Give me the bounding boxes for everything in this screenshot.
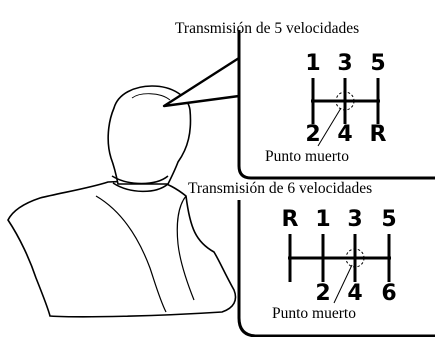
knob-top-highlight (131, 93, 171, 101)
panel-5speed-title: Transmisión de 5 velocidades (175, 20, 360, 37)
panel-5speed-border (237, 30, 435, 180)
gear-label-5-4: 4 (337, 122, 352, 147)
gear-label-6-5: 5 (381, 207, 396, 232)
gear-label-6-R: R (282, 207, 299, 232)
gear-labels-6speed: R 1 3 5 2 4 6 (282, 207, 397, 306)
panel-6speed-neutral-label: Punto muerto (272, 305, 356, 322)
gear-label-5-5: 5 (370, 51, 385, 76)
neutral-leader-5speed (317, 107, 342, 147)
gear-labels-5speed: 1 3 5 2 4 R (305, 51, 386, 147)
shift-knob (107, 85, 192, 185)
shift-boot (7, 179, 237, 318)
panel-6speed-title: Transmisión de 6 velocidades (188, 180, 373, 197)
gear-label-5-3: 3 (337, 51, 352, 76)
gear-label-6-1: 1 (315, 207, 330, 232)
panel-5speed-neutral-label: Punto muerto (265, 148, 349, 165)
knob-collar (111, 175, 169, 193)
gear-label-6-2: 2 (315, 281, 330, 306)
shift-pattern-6speed (288, 234, 391, 282)
shift-pattern-5speed (311, 78, 380, 124)
neutral-marker-5speed (335, 91, 355, 111)
panel-6speed-border (237, 200, 435, 337)
neutral-marker-6speed (345, 248, 365, 268)
callout-pointer (162, 56, 240, 108)
gear-label-5-2: 2 (305, 122, 320, 147)
neutral-leader-6speed (333, 264, 353, 304)
boot-fold-lines (95, 195, 195, 313)
gear-label-6-4: 4 (347, 281, 362, 306)
gear-label-6-6: 6 (381, 281, 396, 306)
gear-label-6-3: 3 (347, 207, 362, 232)
gear-label-5-R: R (370, 122, 387, 147)
gear-label-5-1: 1 (305, 51, 320, 76)
